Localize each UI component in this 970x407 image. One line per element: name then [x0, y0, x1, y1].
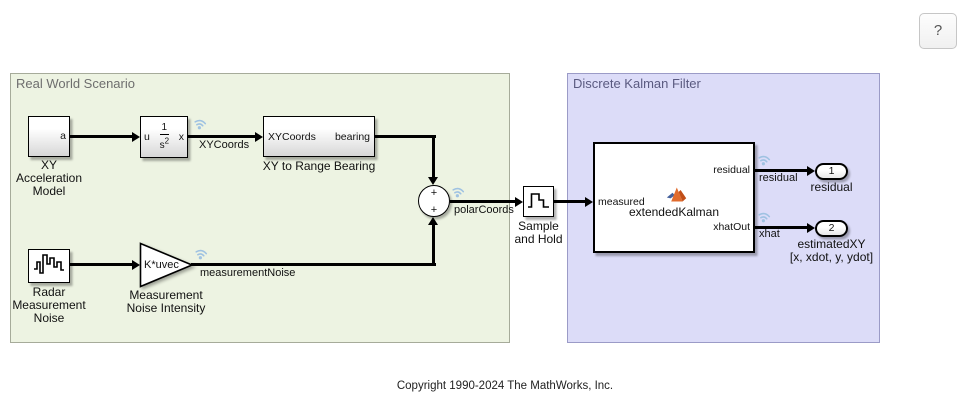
sum-sign-top: +: [430, 187, 438, 199]
block-label-xy-to-range-bearing: XY to Range Bearing: [262, 159, 376, 173]
wire-accel-to-integrator[interactable]: [70, 135, 132, 138]
region-kalman-title: Discrete Kalman Filter: [573, 76, 701, 91]
port-label-measured: measured: [598, 196, 645, 208]
random-noise-icon: [34, 254, 64, 274]
block-xy-to-range-bearing[interactable]: XYCoords bearing: [263, 116, 375, 157]
wire-bearing-horizontal[interactable]: [375, 135, 436, 138]
signal-label-measurementnoise: measurementNoise: [200, 267, 296, 279]
signal-label-xhat: xhat: [759, 228, 780, 240]
block-label-measurement-noise-intensity: Measurement Noise Intensity: [126, 288, 206, 315]
signal-logging-icon[interactable]: [194, 245, 211, 262]
block-label-xy-acceleration-model: XY Acceleration Model: [15, 158, 83, 198]
wire-noise-horizontal[interactable]: [191, 263, 436, 266]
signal-label-residual: residual: [759, 172, 798, 184]
outport-2-number: 2: [828, 222, 835, 234]
wire-sum-to-samplehold[interactable]: [450, 200, 515, 203]
copyright-annotation: Copyright 1990-2024 The MathWorks, Inc.: [396, 380, 614, 392]
block-label-radar-measurement-noise: Radar Measurement Noise: [12, 285, 86, 325]
block-label-sample-and-hold: Sample and Hold: [514, 219, 563, 246]
arrowhead: [132, 132, 140, 142]
arrowhead: [255, 132, 263, 142]
outport-1-number: 1: [828, 165, 835, 177]
gain-value-label: K*uvec: [144, 259, 179, 271]
block-integrator[interactable]: u 1 s2 x: [140, 116, 188, 158]
port-label-xycoords: XYCoords: [268, 130, 316, 143]
port-label-x: x: [178, 131, 184, 143]
sample-hold-icon: [528, 193, 549, 208]
signal-logging-icon[interactable]: [451, 183, 468, 200]
signal-logging-icon[interactable]: [193, 115, 210, 132]
arrowhead: [428, 217, 438, 225]
matlab-logo-icon: [666, 187, 687, 202]
port-label-bearing: bearing: [334, 130, 370, 143]
region-real-world-title: Real World Scenario: [16, 76, 135, 91]
outport-1-label: residual: [810, 180, 853, 194]
sum-sign-bottom: +: [430, 204, 438, 216]
wire-noise-vertical[interactable]: [432, 225, 435, 265]
outport-1-residual[interactable]: 1: [815, 163, 848, 180]
block-radar-measurement-noise[interactable]: [28, 249, 70, 283]
signal-label-xycoords: XYCoords: [199, 139, 250, 151]
signal-logging-icon[interactable]: [757, 208, 774, 225]
wire-residual[interactable]: [755, 169, 807, 172]
port-label-residual-out: residual: [713, 164, 750, 176]
integrator-fraction: 1 s2: [159, 122, 170, 151]
block-xy-acceleration-model[interactable]: a: [28, 116, 70, 157]
port-label-u: u: [144, 131, 150, 143]
signal-logging-icon[interactable]: [757, 151, 774, 168]
arrowhead: [132, 260, 140, 270]
arrowhead: [428, 177, 438, 185]
arrowhead: [515, 197, 523, 207]
outport-2-estimatedxy[interactable]: 2: [815, 220, 848, 237]
block-gain-triangle[interactable]: [139, 242, 195, 290]
block-sum[interactable]: [418, 185, 450, 217]
signal-label-polarcoords: polarCoords: [454, 204, 514, 216]
block-name-extended-kalman: extendedKalman: [628, 205, 720, 219]
arrowhead: [807, 223, 815, 233]
block-sample-and-hold[interactable]: [523, 186, 554, 217]
arrowhead: [807, 166, 815, 176]
help-button[interactable]: ?: [919, 13, 957, 49]
outport-2-label: estimatedXY [x, xdot, y, ydot]: [789, 237, 874, 264]
wire-xhat[interactable]: [755, 226, 807, 229]
wire-radar-to-gain[interactable]: [70, 263, 132, 266]
wire-integrator-to-rangebearing[interactable]: [188, 135, 255, 138]
port-label-a: a: [60, 130, 66, 142]
port-label-xhatout: xhatOut: [713, 221, 750, 233]
wire-bearing-vertical[interactable]: [432, 135, 435, 177]
wire-samplehold-to-kalman[interactable]: [554, 200, 585, 203]
arrowhead: [585, 197, 593, 207]
